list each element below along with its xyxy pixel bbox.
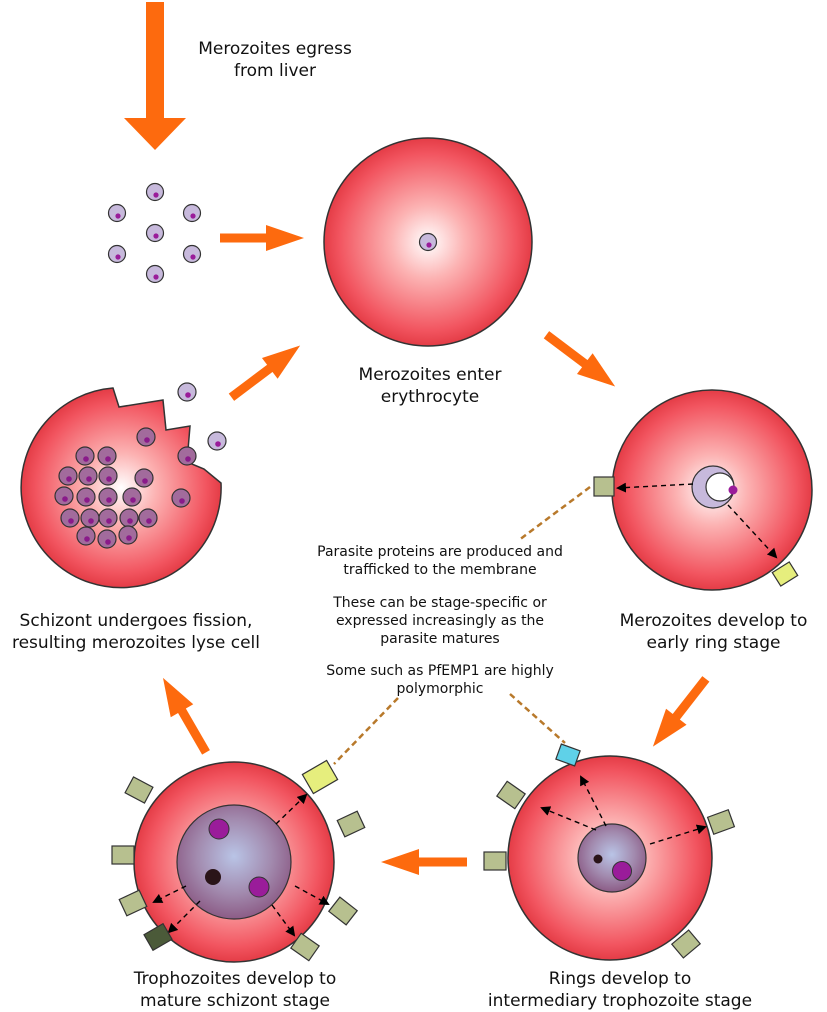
merozoite-icon (97, 446, 117, 466)
erythrocyte-trophozoite-icon (483, 743, 736, 961)
merozoite-icon (98, 466, 118, 486)
flow-arrow-icon (381, 849, 467, 875)
label-ring: Merozoites develop to early ring stage (619, 611, 808, 653)
protein-knob-icon (289, 932, 321, 962)
merozoite-icon (145, 182, 165, 202)
label-enter: Merozoites enter erythrocyte (358, 365, 502, 407)
merozoite-icon (145, 264, 165, 284)
merozoite-icon (138, 508, 158, 528)
protein-link-lines (333, 485, 591, 765)
merozoite-icon (182, 203, 202, 223)
protein-knob-icon (670, 929, 702, 959)
merozoite-icon (107, 244, 127, 264)
free-merozoites-group (107, 182, 202, 284)
protein-knob-icon (143, 922, 173, 952)
label-schizont: Trophozoites develop to mature schizont … (133, 969, 337, 1011)
label-fission: Schizont undergoes fission, resulting me… (11, 611, 260, 653)
label-egress: Merozoites egress from liver (198, 39, 352, 81)
ring-parasite-icon (691, 465, 738, 509)
protein-knob-icon (555, 743, 581, 767)
merozoite-icon (78, 466, 98, 486)
merozoite-icon (177, 446, 197, 466)
note-stage-specific: These can be stage-specific or expressed… (333, 595, 547, 647)
merozoite-icon (136, 427, 156, 447)
protein-knob-icon (327, 896, 359, 926)
merozoite-icon (134, 468, 154, 488)
note-pfemp1: Some such as PfEMP1 are highly polymorph… (326, 663, 554, 697)
protein-knob-icon (124, 776, 154, 804)
erythrocyte-schizont-icon (111, 759, 366, 963)
merozoite-icon (145, 223, 165, 243)
protein-knob-icon (301, 759, 339, 795)
protein-knob-icon (336, 810, 366, 838)
merozoite-icon (58, 466, 78, 486)
protein-knob-icon (111, 845, 135, 865)
flow-arrow-icon (220, 225, 304, 251)
erythrocyte-entry-icon (323, 137, 533, 347)
protein-knob-icon (483, 851, 507, 871)
protein-knob-icon (706, 809, 736, 835)
merozoite-icon (76, 487, 96, 507)
note-proteins: Parasite proteins are produced and traff… (317, 544, 563, 578)
flow-arrow-icon (163, 677, 210, 755)
merozoite-icon (75, 446, 95, 466)
flow-arrow-icon (228, 345, 301, 401)
merozoite-icon (119, 508, 139, 528)
merozoite-icon (122, 487, 142, 507)
merozoite-icon (98, 487, 118, 507)
merozoite-icon (97, 529, 117, 549)
merozoite-icon (60, 508, 80, 528)
protein-knob-icon (118, 889, 148, 917)
merozoite-icon (80, 508, 100, 528)
flow-arrow-icon (543, 331, 616, 387)
erythrocyte-ring-stage-icon (593, 389, 813, 591)
label-troph: Rings develop to intermediary trophozoit… (487, 969, 753, 1011)
merozoite-icon (118, 525, 138, 545)
merozoite-icon (171, 488, 191, 508)
liver-egress-arrow-icon (124, 2, 186, 150)
merozoite-icon (177, 382, 197, 402)
merozoite-icon (182, 244, 202, 264)
merozoite-icon (207, 431, 227, 451)
protein-knob-icon (593, 476, 615, 497)
flow-arrow-icon (652, 676, 710, 747)
protein-knob-icon (771, 561, 799, 587)
bursting-schizont-icon (20, 382, 227, 589)
protein-knob-icon (495, 780, 527, 810)
merozoite-icon (76, 526, 96, 546)
merozoite-icon (54, 486, 74, 506)
merozoite-icon (98, 508, 118, 528)
merozoite-icon (107, 203, 127, 223)
